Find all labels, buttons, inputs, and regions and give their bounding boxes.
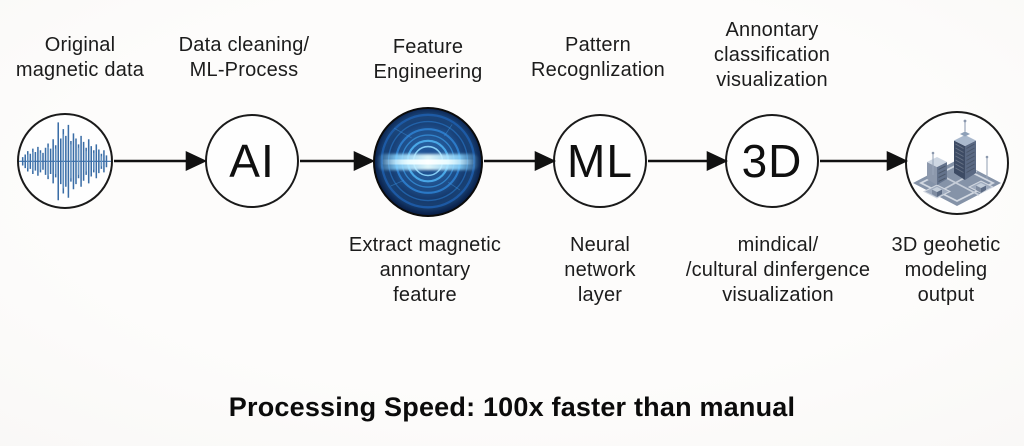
- caption-extract-feature: Extract magnetic annontary feature: [348, 234, 502, 306]
- node-3d: 3D: [725, 114, 819, 208]
- node-feature-engineering: [373, 107, 483, 217]
- node-city-output: [905, 111, 1009, 215]
- flow-arrow-3: [484, 150, 557, 172]
- processing-speed-note: Processing Speed: 100x faster than manua…: [228, 392, 796, 422]
- label-feature-engineering: Feature Engineering: [373, 36, 483, 83]
- ml-circle-label: ML: [567, 135, 633, 187]
- flow-arrow-2: [300, 150, 376, 172]
- label-data-cleaning: Data cleaning/ ML-Process: [178, 34, 310, 81]
- 3d-circle-label: 3D: [741, 135, 803, 187]
- caption-3d-modeling-output: 3D geohetic modeling output: [891, 234, 1001, 306]
- city-3d-icon: [913, 119, 1001, 206]
- label-original-magnetic-data: Original magnetic data: [15, 34, 145, 81]
- caption-neural-network: Neural network layer: [564, 234, 636, 306]
- radar-beam-core: [381, 159, 475, 165]
- node-ai: AI: [205, 114, 299, 208]
- flow-arrow-1: [114, 150, 208, 172]
- waveform-icon: [19, 122, 111, 200]
- node-original-data: [17, 113, 113, 209]
- ai-circle-label: AI: [229, 135, 275, 187]
- label-annontary-classification: Annontary classification visualization: [713, 19, 831, 91]
- flow-arrow-5: [820, 150, 909, 172]
- flow-arrow-4: [648, 150, 729, 172]
- node-ml: ML: [553, 114, 647, 208]
- caption-cultural-visualization: mindical/ /cultural dinfergence visualiz…: [685, 234, 871, 306]
- label-pattern-recognition: Pattern Recognlization: [531, 34, 665, 81]
